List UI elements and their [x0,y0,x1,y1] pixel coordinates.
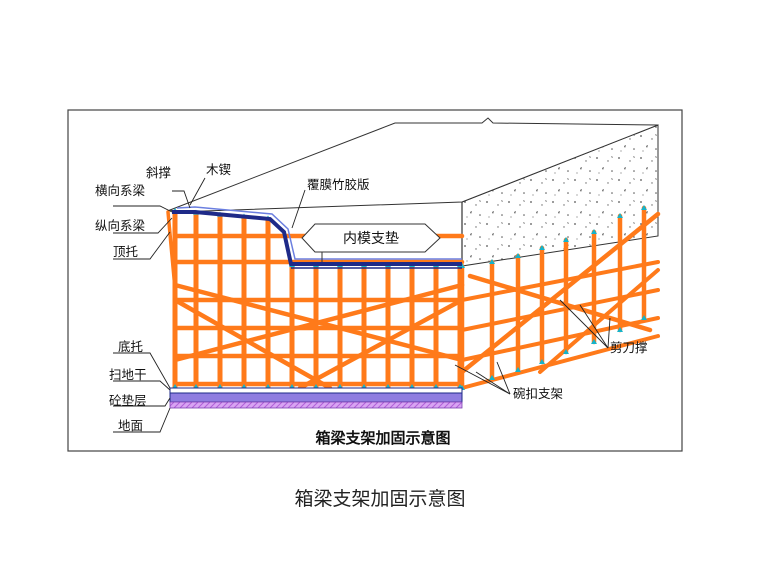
diagonal-brace [166,210,178,302]
side-bottom-joint [641,315,647,320]
sweep-bar-layer [169,387,463,394]
ground-layers [169,387,463,409]
label-transverse-beam: 横向系梁 [95,183,146,198]
formwork-plywood [172,206,462,269]
label-ground: 地面 [118,418,143,433]
side-bottom-joint [539,359,545,364]
label-diagonal-brace: 斜撑 [146,165,172,180]
side-top-joint [617,213,623,218]
side-top-joint [539,245,545,250]
side-bottom-joint [591,339,597,344]
label-sweep-bar: 扫地干 [109,367,147,382]
side-bottom-joint [563,349,569,354]
side-bottom-joint [617,327,623,332]
inner-mold-support: 内模支垫 [301,223,441,262]
label-bowl-scaffold: 碗扣支架 [513,386,563,401]
label-inner-mold: 内模支垫 [343,231,399,247]
label-film-plywood: 覆膜竹胶版 [307,177,370,192]
label-scissor-brace: 剪刀撑 [610,340,648,355]
concrete-box-girder [168,117,659,267]
side-bottom-joint [489,375,495,380]
scissor-brace [172,282,465,363]
scaffold-side-ledger [460,316,660,362]
label-longitudinal-beam: 纵向系梁 [95,218,146,233]
scissor-brace [297,297,465,391]
figure-caption: 箱梁支架加固示意图 [294,488,466,510]
side-top-joint [563,237,569,242]
concrete-cushion [169,392,463,403]
side-top-joint [591,229,597,234]
scissor-brace [172,297,333,391]
figure-inner-title: 箱梁支架加固示意图 [315,429,450,447]
scaffold-side-ledger [460,260,660,302]
side-scissor-brace [459,211,661,375]
side-top-joint [641,205,647,210]
ground-hatch [169,401,463,409]
annotation-labels: 斜撑 木锲 横向系梁 纵向系梁 顶托 覆膜竹胶版 底托 扫地干 砼垫层 地面 剪… [95,162,648,447]
label-top-support: 顶托 [113,244,138,259]
scaffold-side-ledger [460,334,660,390]
side-top-joint [489,259,495,264]
side-scissor-brace [538,268,660,374]
side-bottom-joint [515,367,521,372]
side-scissor-brace [467,273,653,333]
label-concrete-cushion: 砼垫层 [109,393,147,408]
label-wood-wedge: 木锲 [206,162,232,177]
side-top-joint [515,253,521,258]
leader-lines [113,177,611,433]
label-bottom-support: 底托 [118,339,143,354]
